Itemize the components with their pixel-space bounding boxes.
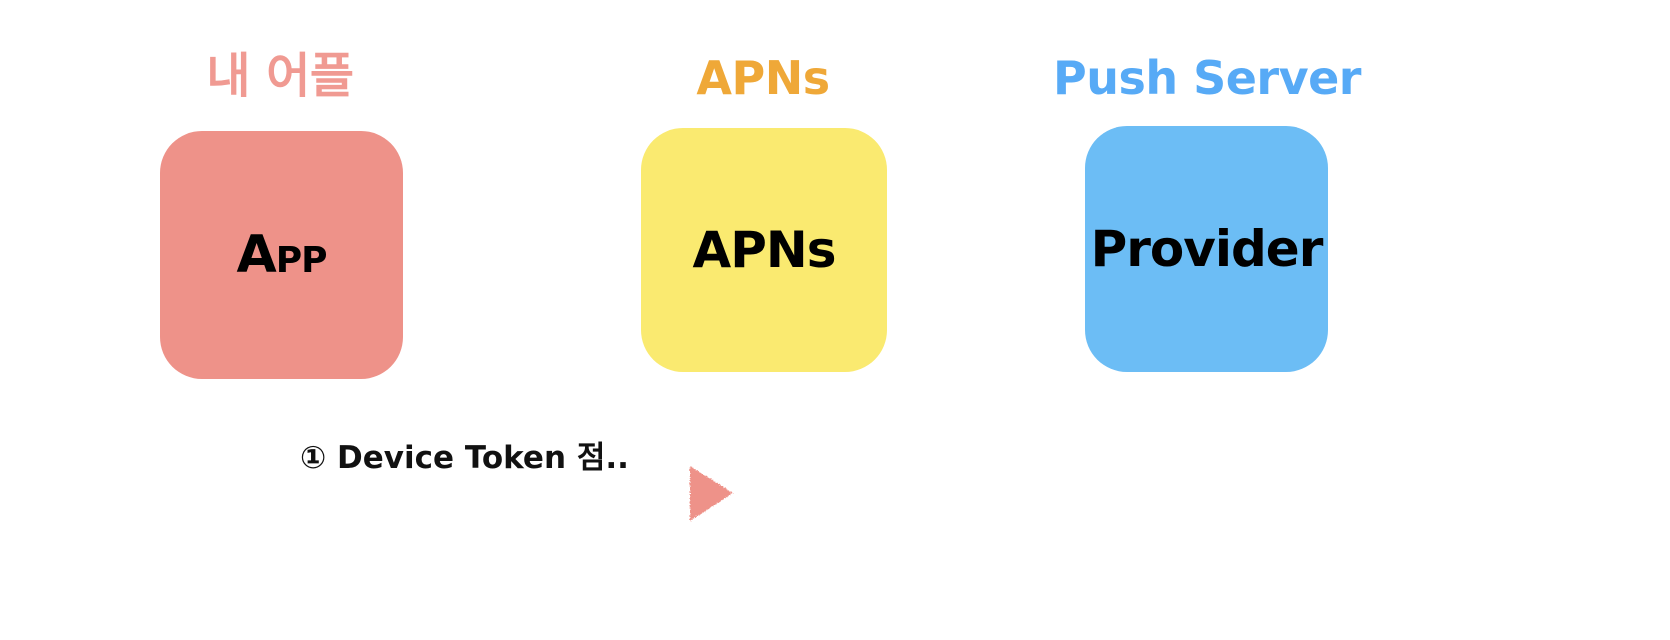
column-header-push-server: Push Server [1053, 51, 1362, 105]
node-label-app: App [236, 225, 327, 285]
node-box-apns[interactable]: APNs [641, 128, 887, 372]
node-label-provider: Provider [1090, 220, 1324, 278]
column-header-app: 내 어플 [206, 48, 354, 104]
node-label-apns: APNs [692, 221, 837, 279]
node-box-app[interactable]: App [160, 131, 403, 379]
message-label-1: ① Device Token 점.. [300, 440, 629, 476]
column-header-apns: APNs [696, 51, 830, 105]
node-box-provider[interactable]: Provider [1085, 126, 1328, 372]
message-arrow-1 [288, 466, 733, 521]
